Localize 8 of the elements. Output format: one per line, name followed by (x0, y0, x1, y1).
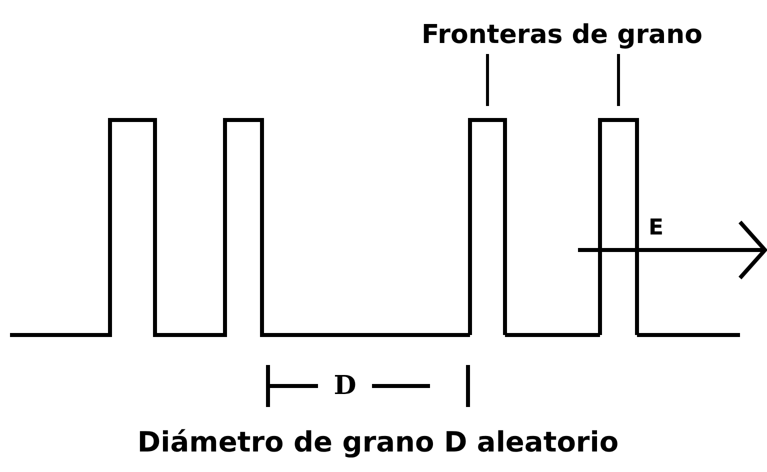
leader-line (486, 54, 489, 106)
field-label: E (648, 216, 664, 240)
dimension-label: D (334, 371, 356, 401)
leader-line (617, 54, 620, 106)
grain-boundary-pulse (598, 118, 639, 335)
caption: Diámetro de grano D aleatorio (137, 426, 619, 458)
grain-boundary-pulse (468, 118, 507, 335)
callout-label: Fronteras de grano (422, 20, 702, 50)
